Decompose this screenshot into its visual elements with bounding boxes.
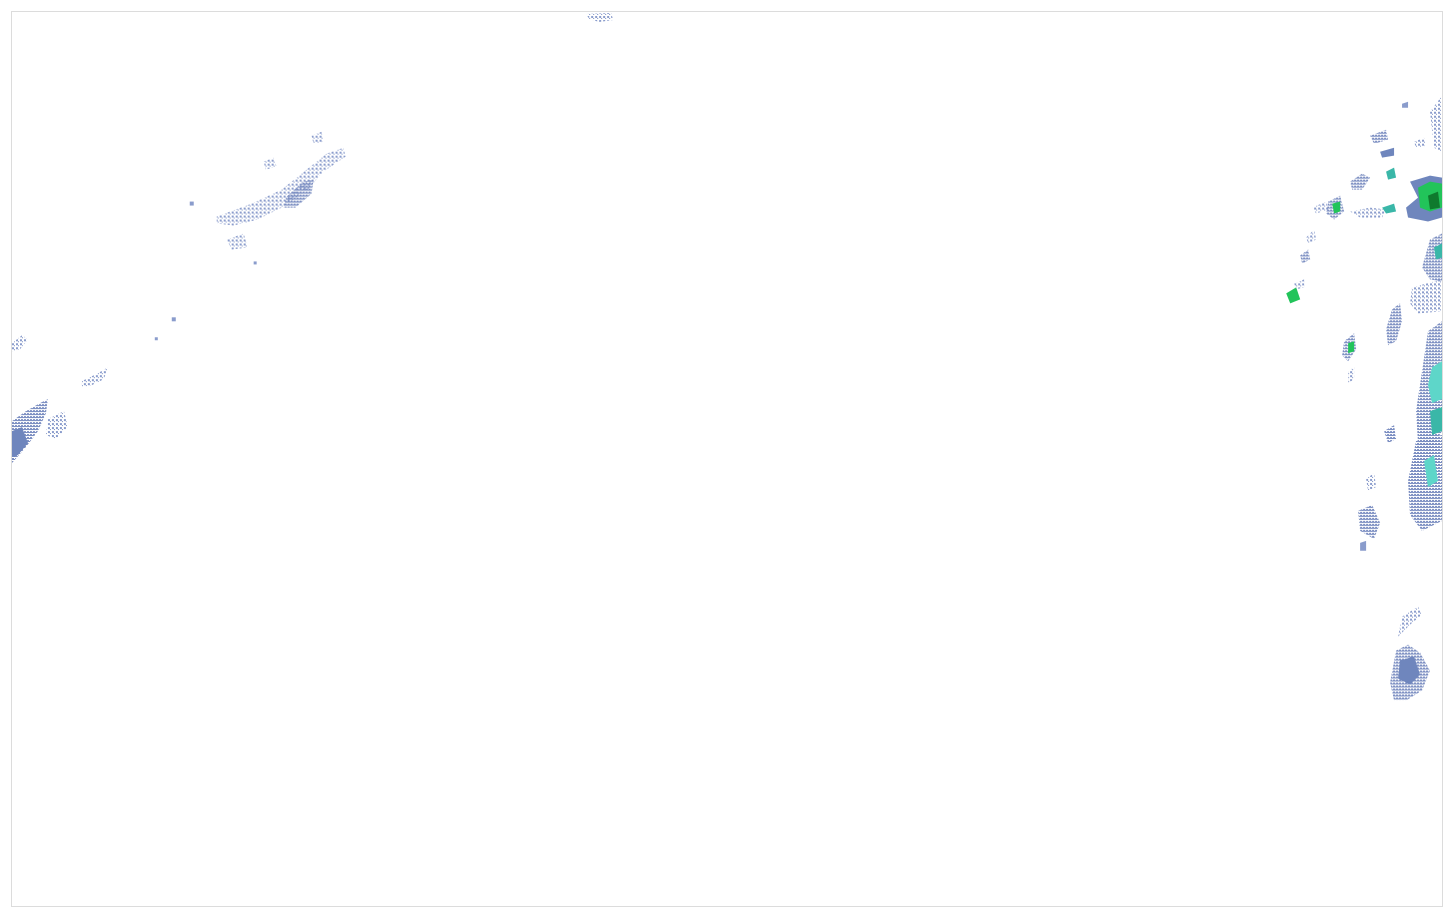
echo-system-right-edge [1286,95,1442,701]
echo-cluster-top [586,12,614,22]
echo-band-upper-left [154,131,346,341]
radar-echo-layer [12,12,1442,701]
echo-cluster-left-edge [12,335,108,463]
radar-map-viewport[interactable] [11,11,1443,907]
